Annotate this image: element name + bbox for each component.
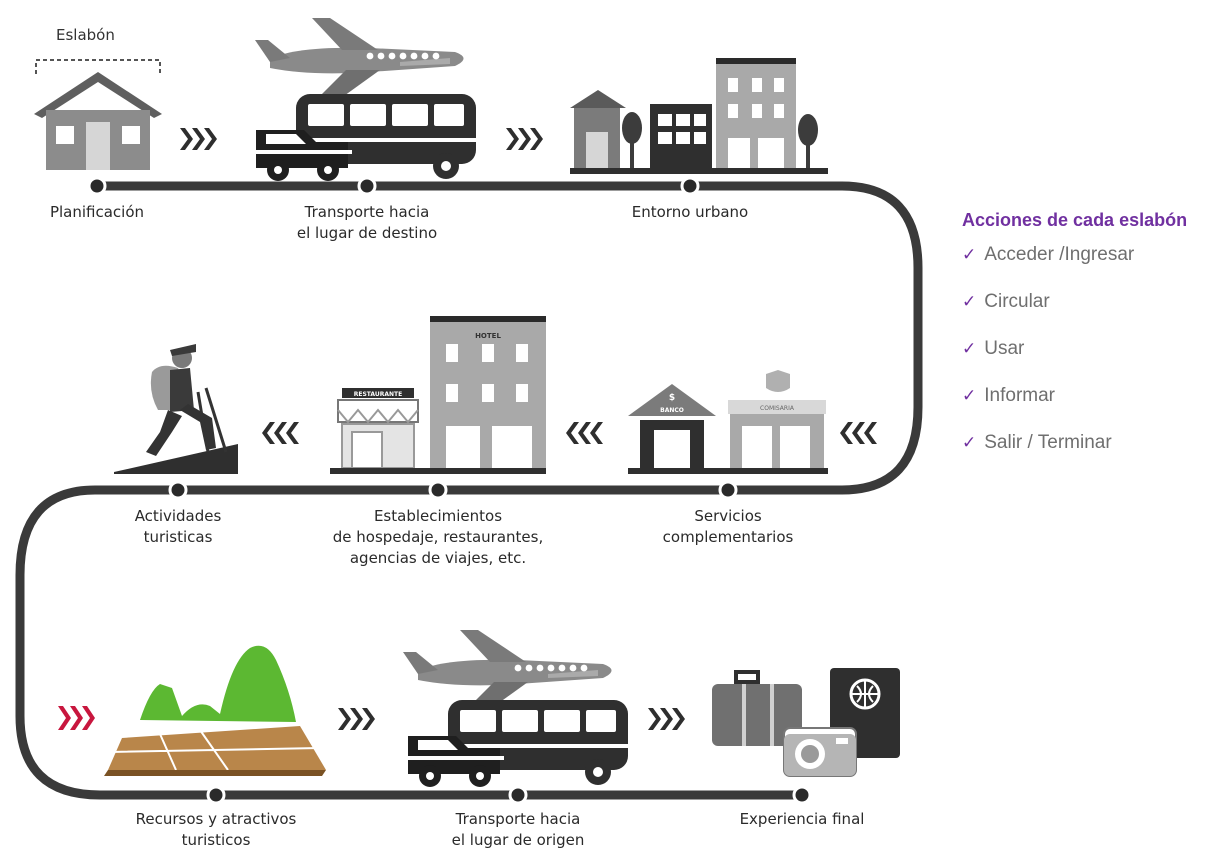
checkmark-icon: ✓ <box>962 386 977 405</box>
chevron-right-icon <box>180 128 217 150</box>
stage-label-experiencia-final: Experiencia final <box>739 810 865 828</box>
hotel-sign: HOTEL <box>475 332 501 340</box>
legend-item: ✓ Acceder /Ingresar <box>962 243 1224 290</box>
stage-label-planificacion: Planificación <box>49 203 145 221</box>
eslabon-bracket <box>35 59 161 74</box>
legend-item: ✓ Circular <box>962 290 1224 337</box>
chevron-left-icon <box>566 422 603 444</box>
journey-path <box>15 181 923 800</box>
stage-dot-transporte-destino <box>357 176 377 196</box>
stage-label-line: complementarios <box>662 528 794 546</box>
restaurant-icon <box>337 388 419 469</box>
legend-item-label: Salir / Terminar <box>984 432 1112 453</box>
checkmark-icon: ✓ <box>962 339 977 358</box>
restaurant-sign: RESTAURANTE <box>354 391 402 398</box>
stage-label-entorno-urbano: Entorno urbano <box>631 203 749 221</box>
stage-label-line: agencias de viajes, etc. <box>349 549 527 567</box>
stage-label-line: turisticos <box>181 831 251 849</box>
suitcase-icon <box>712 670 802 746</box>
stage-label-line: de hospedaje, restaurantes, <box>332 528 544 546</box>
legend-item-label: Usar <box>984 338 1025 359</box>
chevron-right-icon <box>58 706 95 730</box>
stage-dot-recursos <box>206 785 226 805</box>
bank-dollar-sign: $ <box>669 393 675 403</box>
house-icon <box>34 72 162 170</box>
mountain-icon <box>104 645 326 776</box>
chevron-left-icon <box>840 422 877 444</box>
stage-dot-entorno-urbano <box>680 176 700 196</box>
city-buildings-icon <box>570 58 828 174</box>
stage-dot-servicios <box>718 480 738 500</box>
bank-icon <box>628 384 716 468</box>
bus-icon <box>408 700 628 787</box>
stage-dot-experiencia-final <box>792 785 812 805</box>
checkmark-icon: ✓ <box>962 433 977 452</box>
stage-dot-transporte-origen <box>508 785 528 805</box>
stage-dot-planificacion <box>87 176 107 196</box>
bus-icon <box>256 94 476 181</box>
checkmark-icon: ✓ <box>962 245 977 264</box>
legend-item: ✓ Informar <box>962 384 1224 431</box>
airplane-icon <box>255 18 464 106</box>
camera-icon <box>783 727 857 777</box>
legend-item: ✓ Usar <box>962 337 1224 384</box>
stage-dots <box>87 176 812 805</box>
chevron-right-icon <box>338 708 375 730</box>
police-sign: COMISARIA <box>760 405 795 412</box>
stage-label-transporte-destino: Transporte hacia el lugar de destino <box>262 202 472 244</box>
stage-label-line: Actividades <box>134 507 222 525</box>
stage-label-line: el lugar de origen <box>451 831 585 849</box>
stage-label-line: turisticas <box>143 528 213 546</box>
hiker-icon <box>114 344 238 474</box>
stage-label-line: Servicios <box>694 507 762 525</box>
stage-label-line: Transporte hacia <box>304 203 430 221</box>
police-station-icon <box>628 370 828 474</box>
checkmark-icon: ✓ <box>962 292 977 311</box>
legend-title: Acciones de cada eslabón <box>962 210 1188 230</box>
stage-label-establecimientos: Establecimientos de hospedaje, restauran… <box>296 506 580 569</box>
stage-label-line: Establecimientos <box>373 507 503 525</box>
stage-label-servicios: Servicios complementarios <box>630 506 826 548</box>
legend-list: ✓ Acceder /Ingresar ✓ Circular ✓ Usar ✓ Info… <box>962 243 1224 478</box>
actions-legend: Acciones de cada eslabón ✓ Acceder /Ingre… <box>962 210 1224 478</box>
tree-icon <box>622 112 818 168</box>
eslabon-label: Eslabón <box>56 26 115 44</box>
chevron-left-icon <box>262 422 299 444</box>
legend-item: ✓ Salir / Terminar <box>962 431 1224 478</box>
legend-item-label: Informar <box>984 385 1055 406</box>
stage-dot-establecimientos <box>428 480 448 500</box>
legend-item-label: Acceder /Ingresar <box>984 244 1135 265</box>
stage-label-line: Recursos y atractivos <box>135 810 297 828</box>
stage-dot-actividades <box>168 480 188 500</box>
stage-label-recursos: Recursos y atractivos turisticos <box>104 809 328 851</box>
chevron-right-icon <box>648 708 685 730</box>
stage-label-line: el lugar de destino <box>296 224 438 242</box>
legend-item-label: Circular <box>984 291 1050 312</box>
hotel-icon <box>330 316 546 474</box>
stage-label-line: Transporte hacia <box>455 810 581 828</box>
stage-label-actividades: Actividades turisticas <box>104 506 252 548</box>
bank-sign: BANCO <box>660 407 684 414</box>
chevron-right-icon <box>506 128 543 150</box>
stage-label-transporte-origen: Transporte hacia el lugar de origen <box>418 809 618 851</box>
